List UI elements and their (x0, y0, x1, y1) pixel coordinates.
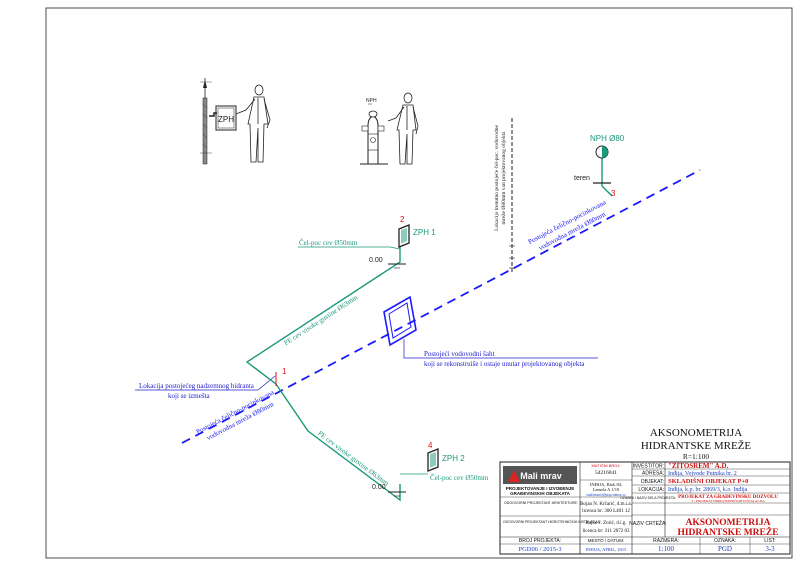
investitor-value: "ŽITOSREM" A.D. (668, 462, 729, 470)
zph2-cabinet (427, 448, 439, 472)
mesto-value: INĐIJA, APRIL, 2015 (586, 547, 628, 553)
shaft-leader (403, 339, 598, 359)
person-figure-1 (235, 84, 271, 163)
lokacija-value: Inđija, k.p. br. 2869/3, k.o. Inđija (668, 487, 748, 493)
resp-arch-name: Bojan N. Krčarić, d.m.i.a. (580, 502, 632, 507)
lokacija-label: LOKACIJA: (638, 487, 664, 493)
broj-label: BROJ PROJEKTA: (519, 538, 561, 544)
resp-arch-label: ODGOVORNI PROJEKTANT ARHITEKTURE: (504, 501, 578, 505)
email: malimrav@pop.inbox.rs (586, 492, 625, 497)
shaft-label-1: Postojeći vodovodni šaht (424, 350, 494, 358)
cel-pec-2-label: Čel-poc cev Ø50mm (430, 474, 489, 482)
razmera-label: RAZMERA: (653, 538, 679, 544)
zph1-leader (298, 246, 401, 250)
oznaka-value: PGD (718, 545, 732, 553)
objekat-label: OBJEKAT: (641, 479, 664, 485)
drawing-scale: R=1:100 (683, 452, 710, 461)
razmera-value: 1:100 (658, 545, 674, 553)
nph-label: NPH Ø80 (590, 134, 625, 143)
figure-ground-hydrant: NPH (360, 92, 419, 165)
pe-lower-label: PE cev visoke gustine Ø63mm (316, 429, 390, 487)
vertical-label-1: Lokacija trenutno postojeće čel-poc. vod… (494, 125, 500, 231)
hydrant-label-2: koji se izmešta (168, 392, 210, 400)
nph-hydrant-symbol (593, 145, 613, 197)
resp-arch-lic: licenca br: 300 L401 12 (582, 509, 630, 514)
list-value: 3-3 (765, 545, 775, 553)
naziv-line-1: AKSONOMETRIJA (686, 518, 771, 528)
sheet-frame (45, 7, 793, 559)
company-logo: Mali mrav (503, 466, 577, 484)
oznaka-dela-line-1: PROJEKAT ZA GRAĐEVINSKU DOZVOLU (678, 495, 778, 500)
person-figure-2 (387, 92, 419, 165)
fig2-tag: NPH (366, 98, 377, 104)
mb-value: 54216041 (595, 470, 617, 476)
node-2-label: 2 (400, 215, 405, 224)
mesto-label: MESTO / DATUM: (588, 538, 625, 543)
teren-label: teren (574, 175, 590, 182)
zph1-label: ZPH 1 (413, 228, 436, 237)
zph1-cabinet (398, 224, 410, 248)
address-line-1: INĐIJA, Blok 84, (590, 482, 622, 488)
naziv-label: NAZIV CRTEŽA: (629, 519, 666, 527)
node-4-label: 4 (428, 441, 433, 450)
address-line-2: Lamela A 1/10 (593, 487, 620, 492)
existing-main-line (181, 169, 701, 444)
naziv-line-2: HIDRANTSKE MREŽE (677, 526, 778, 538)
vertical-label-2: mreže Ø80mm van projektovanog objekta (501, 131, 507, 224)
oznaka-label: OZNAKA: (714, 538, 736, 544)
oznaka-dela-line-2: 3 - PROJEKAT HIDROTEHNIČKIH INSTALACIJA (691, 498, 765, 503)
cel-pec-1-label: Čel-poc cev Ø50mm (299, 239, 358, 247)
pe-pipe-network (245, 240, 401, 502)
mb-label: MATIČNI BROJ: (591, 463, 620, 468)
shaft-label-2: koji se rekonstruiše i ostaje unutar pro… (424, 360, 585, 368)
oznaka-dela-label: OZNAKA / NAZIV DELA PROJEKTA: (620, 496, 676, 500)
broj-value: PGD06 / 2015-3 (519, 546, 562, 553)
existing-shaft (383, 295, 417, 347)
node-1-label: 1 (282, 367, 287, 376)
objekat-value: SKLADIŠNI OBJEKAT P+0 (668, 477, 748, 485)
pe-upper-label: PE cev visoke gustine Ø63mm (283, 293, 360, 347)
zph2-label: ZPH 2 (442, 454, 465, 463)
adresa-label: ADRESA: (642, 471, 664, 477)
hydrant-label-1: Lokacija postojećeg nadzemnog hidranta (139, 382, 255, 390)
list-label: LIST: (764, 538, 775, 544)
resp-hydro-name: Rajko J. Zorić, d.i.g. (585, 521, 626, 526)
company-line-1: PROJEKTOVANJE I IZVOĐENJE (506, 486, 575, 491)
drawing-title-2: HIDRANTSKE MREŽE (641, 440, 752, 452)
elev-2-label: 0.00 (372, 484, 386, 491)
fig1-tag: ZPH (218, 115, 234, 124)
figure-wall-hydrant: ZPH (200, 78, 271, 165)
logo-text: Mali mrav (520, 471, 562, 481)
resp-hydro-label: ODGOVORNI PROJEKTANT HIDROTEHNIČKIH INST… (503, 519, 600, 524)
company-line-2: GRAĐEVINSKIH OBJEKATA (510, 491, 571, 496)
drawing-title-1: AKSONOMETRIJA (650, 427, 742, 439)
adresa-value: Inđija, Vojvode Putnika br. 2 (668, 471, 737, 477)
investitor-label: INVESTITOR: (633, 464, 664, 470)
node-3-label: 3 (611, 189, 616, 198)
hydrant-leader (135, 375, 276, 391)
resp-hydro-lic: licenca br: 311 2072 03 (582, 529, 630, 534)
elev-1-label: 0.00 (369, 257, 383, 264)
